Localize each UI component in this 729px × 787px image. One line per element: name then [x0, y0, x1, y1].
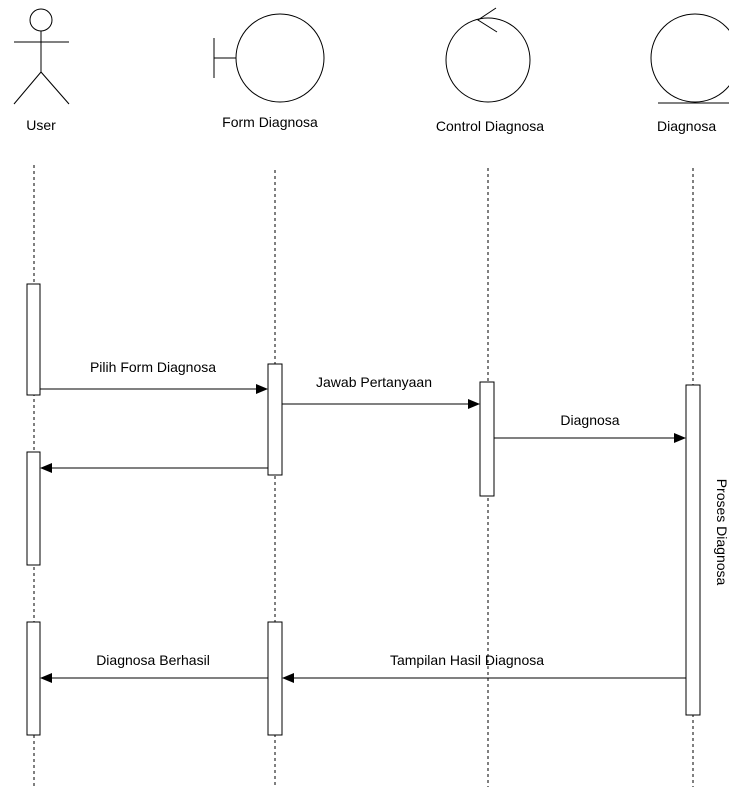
participant-label-form-diagnosa: Form Diagnosa [222, 114, 318, 130]
participant-label-diagnosa: Diagnosa [657, 118, 716, 134]
boundary-icon [213, 13, 325, 103]
activation-diagnosa-1 [685, 384, 701, 716]
activation-note-proses-diagnosa: Proses Diagnosa [714, 479, 729, 586]
message-jawab-pertanyaan: Jawab Pertanyaan [282, 374, 480, 409]
activation-user-3 [26, 621, 41, 736]
activation-form-1 [267, 363, 283, 476]
participant-label-user: User [26, 117, 56, 133]
message-label: Jawab Pertanyaan [316, 374, 432, 390]
message-label: Pilih Form Diagnosa [90, 359, 216, 375]
message-diagnosa: Diagnosa [494, 412, 686, 443]
message-label: Diagnosa [560, 412, 619, 428]
message-label: Tampilan Hasil Diagnosa [390, 652, 544, 668]
message-pilih-form-diagnosa: Pilih Form Diagnosa [40, 359, 268, 394]
message-tampilan-hasil-diagnosa: Tampilan Hasil Diagnosa [282, 652, 686, 683]
activation-user-1 [26, 283, 41, 396]
participant-diagnosa-entity: Diagnosa [650, 13, 729, 134]
participant-form-diagnosa: Form Diagnosa [213, 13, 325, 130]
message-label: Diagnosa Berhasil [96, 652, 210, 668]
message-return-to-user [40, 463, 268, 473]
activation-form-2 [267, 621, 283, 736]
message-diagnosa-berhasil: Diagnosa Berhasil [40, 652, 268, 683]
participant-user: User [13, 8, 70, 133]
actor-icon [13, 8, 70, 105]
control-icon [445, 7, 531, 103]
activation-control-1 [479, 381, 495, 497]
participant-control-diagnosa: Control Diagnosa [436, 7, 544, 134]
activation-user-2 [26, 451, 41, 566]
participant-label-control-diagnosa: Control Diagnosa [436, 118, 544, 134]
entity-icon [650, 13, 729, 104]
